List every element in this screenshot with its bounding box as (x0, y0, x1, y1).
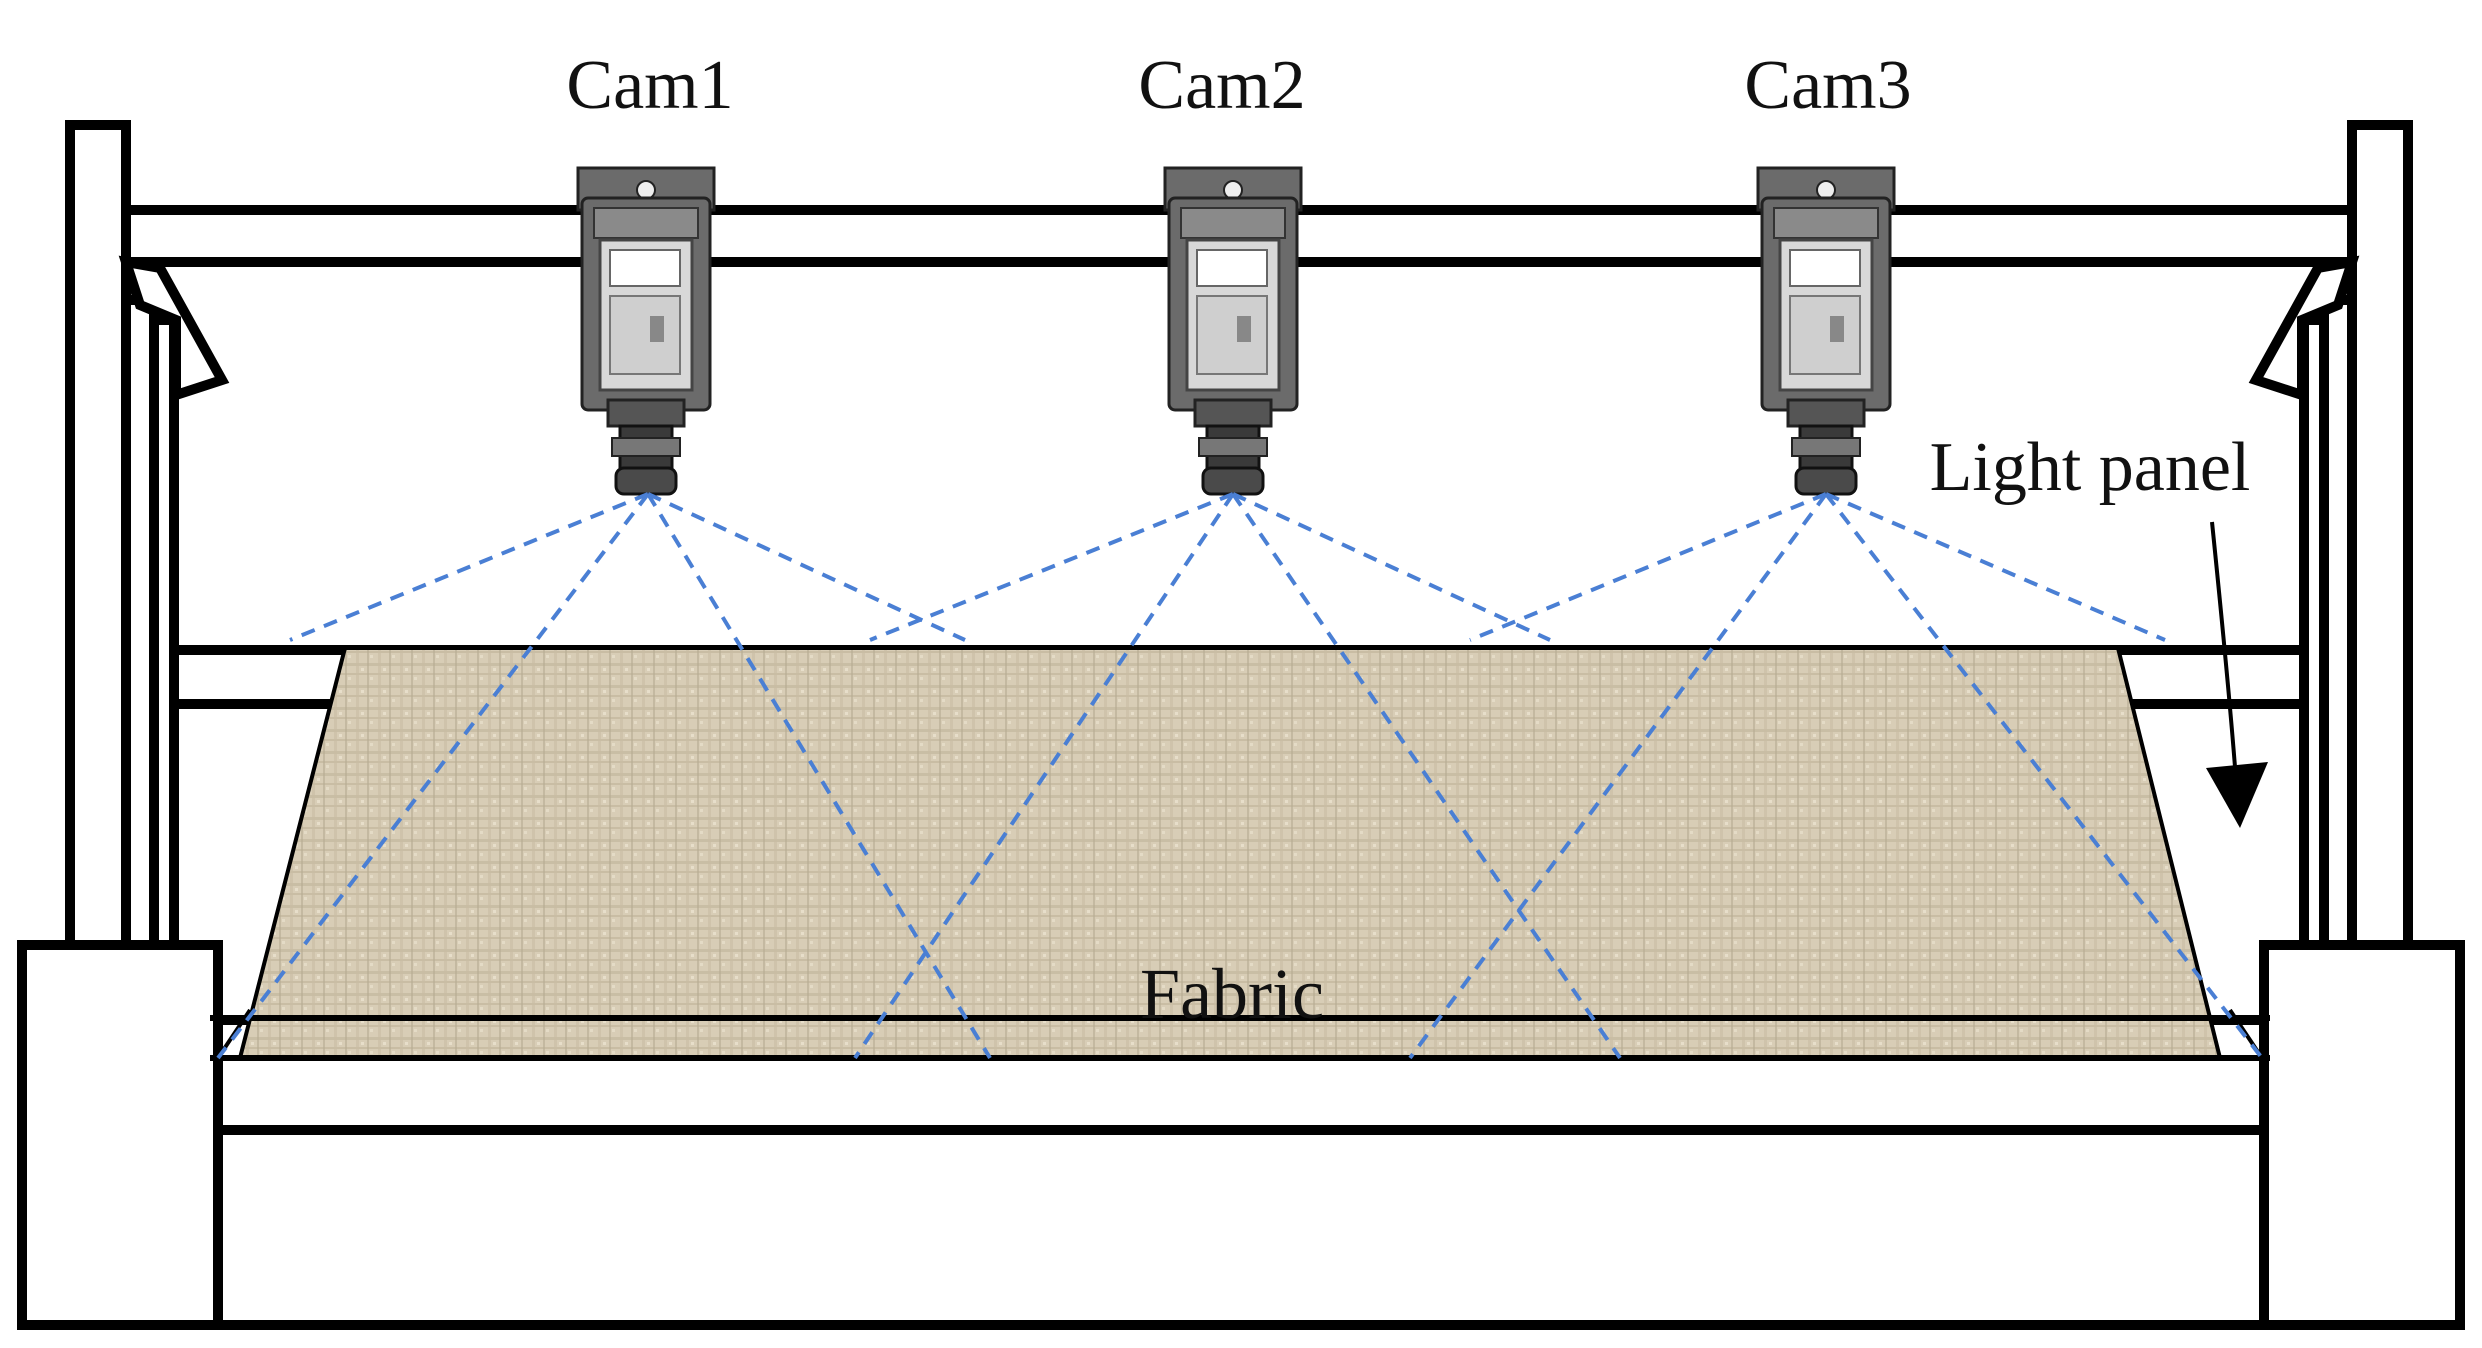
view-line (853, 492, 1235, 1060)
left-base-block (17, 940, 223, 1330)
view-line (1825, 492, 2166, 642)
right-base-block (2259, 940, 2465, 1330)
cam1-label: Cam1 (566, 47, 733, 124)
right-post (2347, 120, 2413, 950)
view-line (1408, 492, 1828, 1060)
camera-icon (1163, 166, 1303, 496)
camera-3 (1756, 166, 1896, 496)
arrow-head (2206, 762, 2268, 828)
light-panel-arrow (2206, 521, 2268, 828)
camera-2 (1163, 166, 1303, 496)
view-line (646, 492, 992, 1060)
right-bracket (2248, 255, 2360, 402)
light-panel-label: Light panel (1930, 429, 2251, 506)
view-line (1469, 492, 1827, 642)
camera-1 (576, 166, 716, 496)
view-line (647, 492, 966, 642)
arrow-down-icon (2210, 521, 2238, 781)
camera-icon (576, 166, 716, 496)
camera-icon (1756, 166, 1896, 496)
bottom-rail (205, 1125, 2275, 1330)
left-inner-post-2 (149, 315, 179, 950)
fabric-label: Fabric (1140, 954, 1324, 1034)
view-line (869, 492, 1234, 642)
left-bracket (118, 255, 230, 402)
camera-view-lines (216, 492, 2264, 1060)
left-post (65, 120, 131, 950)
cam3-label: Cam3 (1744, 47, 1911, 124)
right-inner-post-2 (2299, 315, 2329, 950)
cam2-label: Cam2 (1138, 47, 1305, 124)
fabric-sheet (210, 646, 2270, 1061)
view-line (289, 492, 649, 642)
view-line (1231, 492, 1622, 1060)
view-line (1232, 492, 1551, 642)
